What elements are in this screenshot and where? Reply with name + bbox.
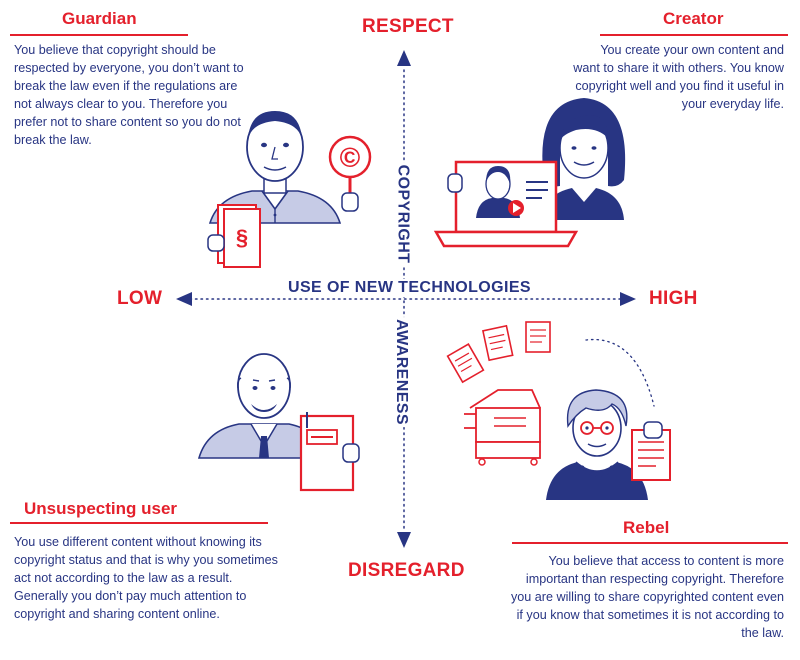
creator-illustration bbox=[433, 98, 626, 248]
guardian-description: You believe that copyright should be res… bbox=[14, 43, 244, 147]
arrow-left-icon bbox=[176, 292, 192, 306]
axis-right-label: HIGH bbox=[649, 288, 698, 309]
rebel-illustration bbox=[446, 321, 671, 500]
rebel-title: Rebel bbox=[623, 518, 670, 537]
creator-rule bbox=[600, 34, 788, 36]
copyright-icon: © bbox=[340, 142, 361, 173]
section-sign-icon: § bbox=[236, 225, 248, 250]
guardian-title: Guardian bbox=[62, 9, 137, 28]
rebel-rule bbox=[512, 542, 788, 544]
unsuspecting-description: You use different content without knowin… bbox=[14, 535, 278, 621]
creator-title: Creator bbox=[663, 9, 724, 28]
horizontal-axis-title: USE OF NEW TECHNOLOGIES bbox=[285, 279, 534, 297]
creator-description: You create your own content and want to … bbox=[573, 43, 784, 111]
vertical-axis-title-top: COPYRIGHT bbox=[393, 162, 412, 266]
axis-top-label: RESPECT bbox=[362, 16, 454, 37]
vertical-axis-title-bottom: AWARENESS bbox=[391, 317, 410, 427]
axis-bottom-label: DISREGARD bbox=[348, 560, 465, 581]
unsuspecting-rule bbox=[10, 522, 268, 524]
unsuspecting-title: Unsuspecting user bbox=[24, 499, 178, 518]
guardian-rule bbox=[10, 34, 188, 36]
unsuspecting-illustration bbox=[197, 353, 360, 492]
rebel-description: You believe that access to content is mo… bbox=[510, 554, 784, 640]
arrow-right-icon bbox=[620, 292, 636, 306]
arrow-up-icon bbox=[397, 50, 411, 66]
axis-left-label: LOW bbox=[117, 288, 163, 309]
arrow-down-icon bbox=[397, 532, 411, 548]
guardian-illustration: § © bbox=[207, 111, 372, 268]
